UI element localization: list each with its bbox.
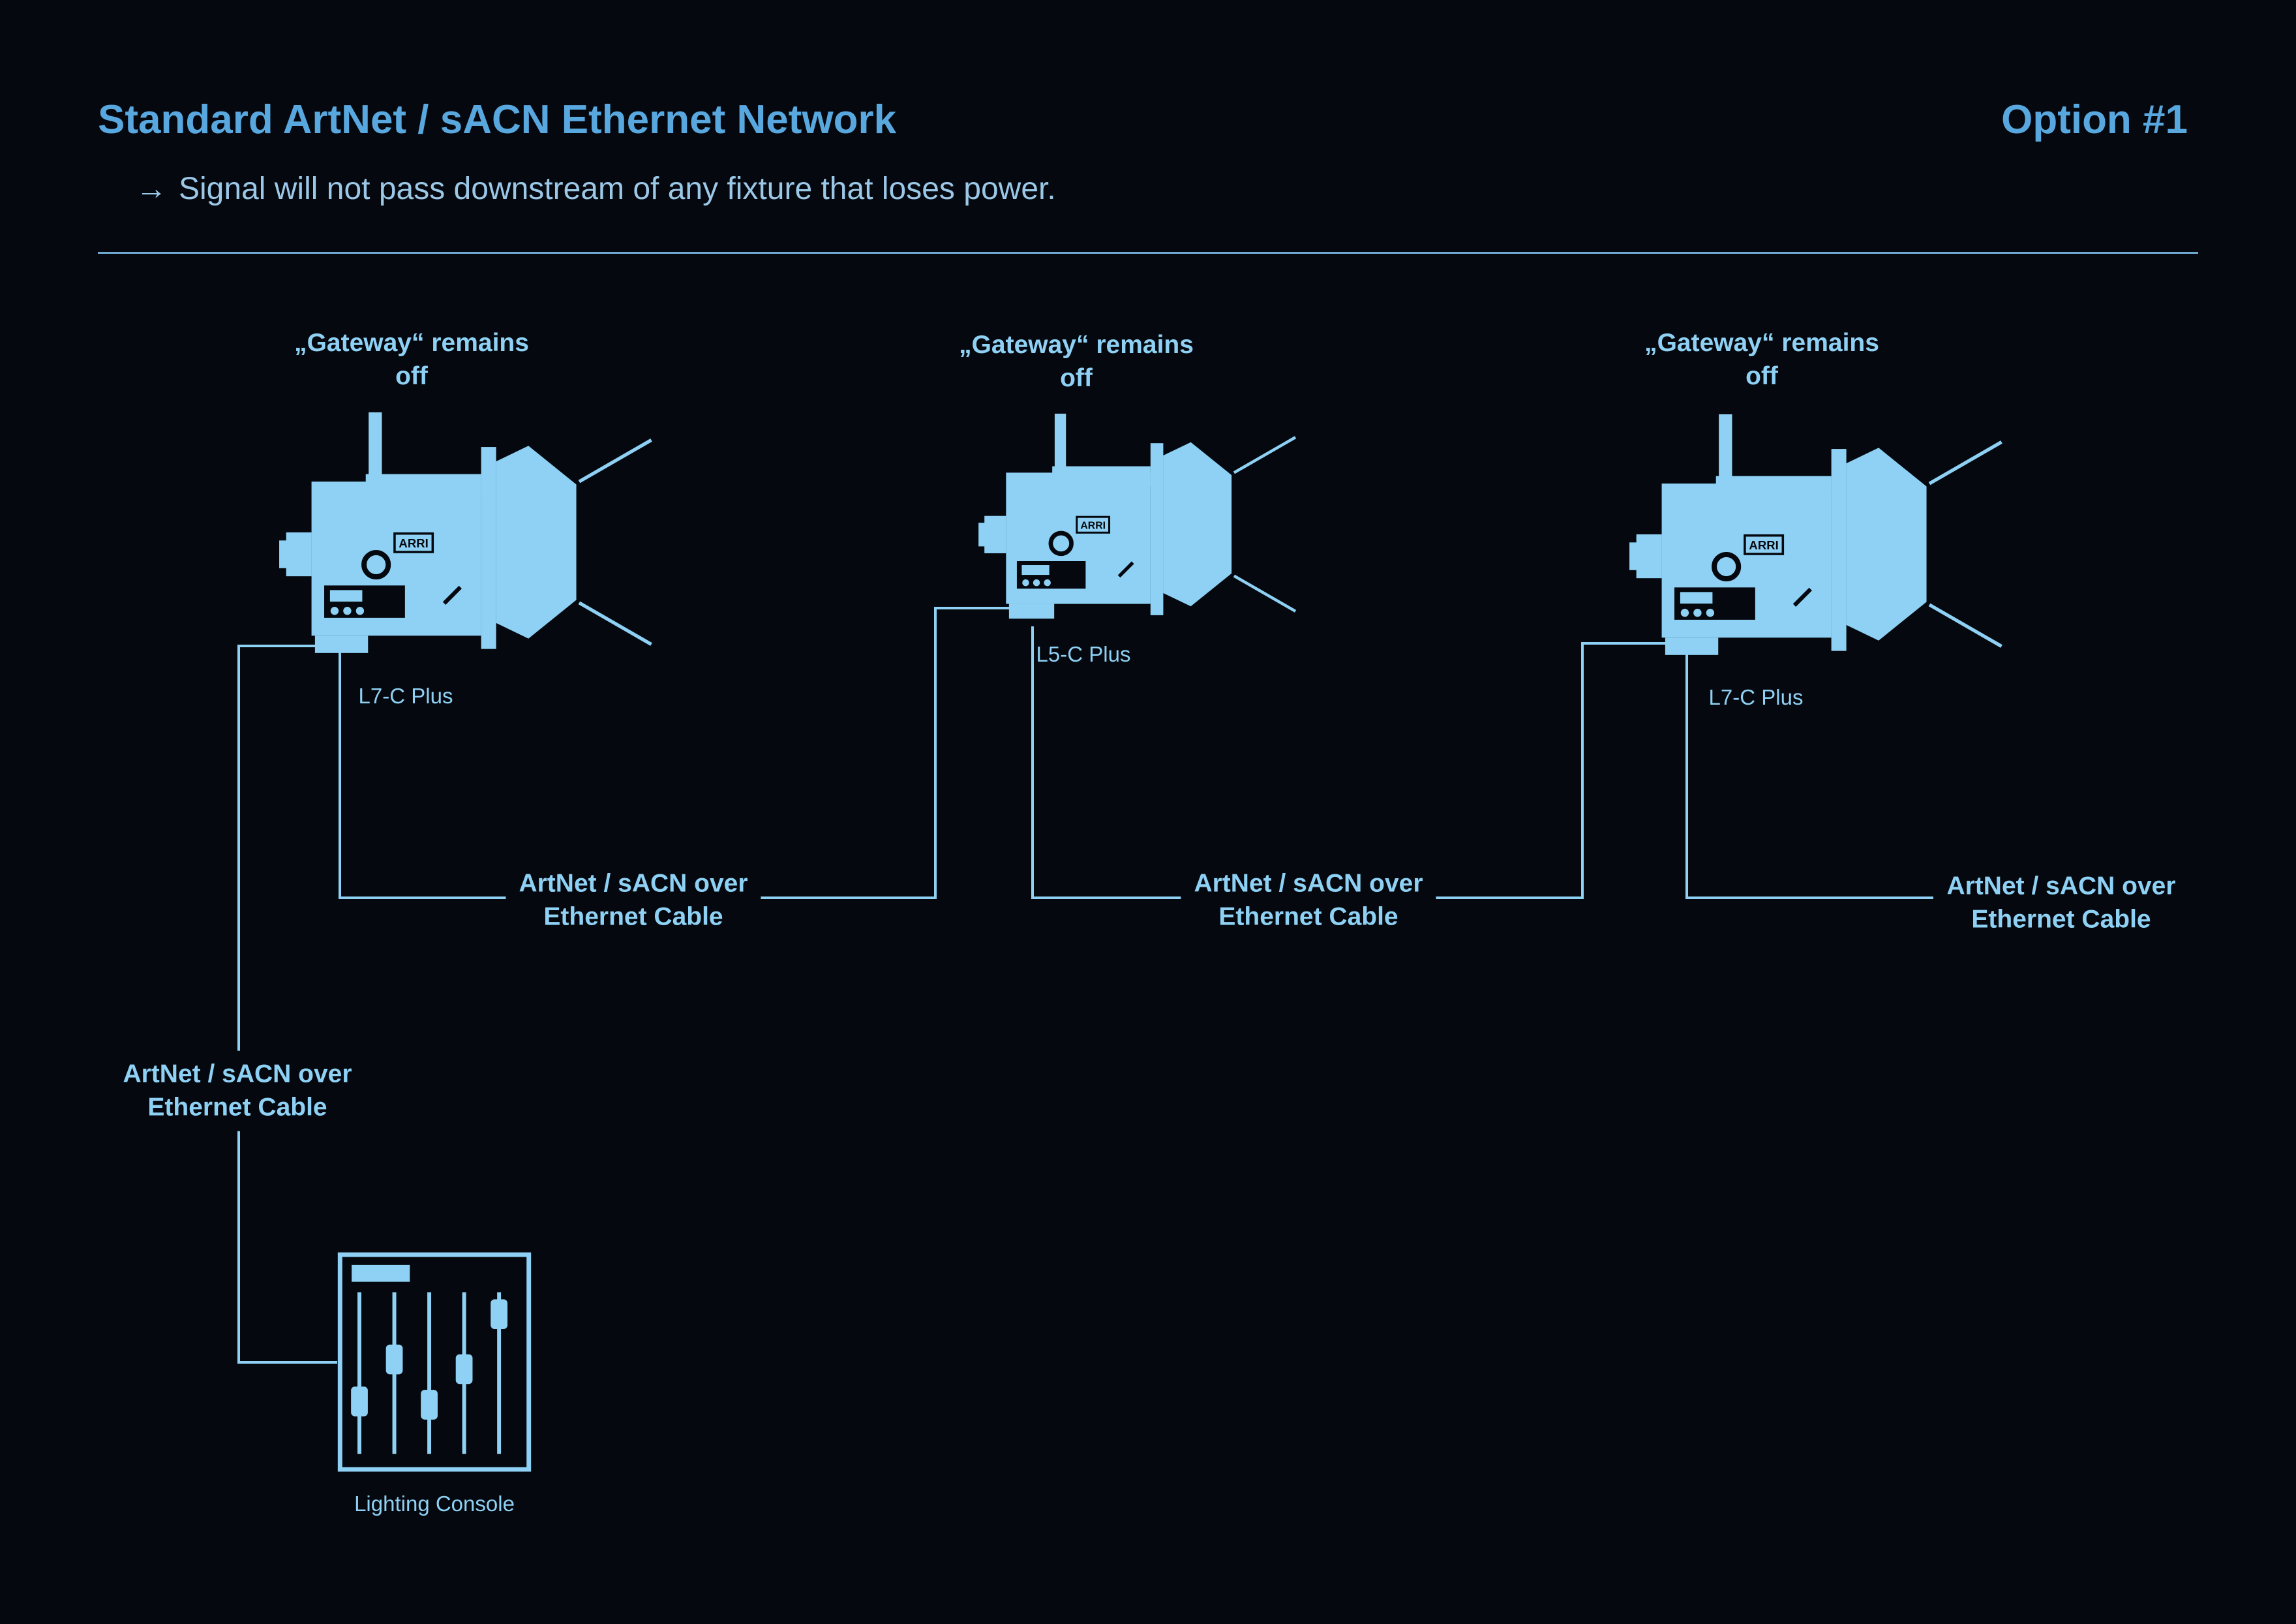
cable-trunk-console: [237, 645, 240, 1364]
cable-riser-fixture2: [934, 607, 937, 899]
cable-label-3: ArtNet / sACN over Ethernet Cable: [1933, 863, 2189, 943]
fixture-model-3: L7-C Plus: [1708, 685, 1804, 709]
cable-stub-console: [237, 1361, 337, 1364]
fixture-model-2: L5-C Plus: [1036, 642, 1131, 666]
fader-knob-3: [421, 1390, 438, 1420]
cable-label-console: ArtNet / sACN over Ethernet Cable: [110, 1050, 365, 1131]
lighting-console-graphic: [337, 1252, 532, 1472]
option-label: Option #1: [2001, 97, 2188, 142]
gateway-label-1-line2: off: [395, 362, 428, 391]
page-title: Standard ArtNet / sACN Ethernet Network: [98, 97, 897, 142]
gateway-label-1: „Gateway“ remains off: [294, 326, 529, 393]
cable-label-1-line2: Ethernet Cable: [543, 903, 723, 931]
cable-label-2-line2: Ethernet Cable: [1218, 903, 1398, 931]
fixture-model-1: L7-C Plus: [358, 684, 453, 708]
gateway-label-3-line1: „Gateway“ remains: [1644, 329, 1879, 357]
cable-bus-3: [1685, 896, 1933, 899]
cable-label-2: ArtNet / sACN over Ethernet Cable: [1181, 860, 1436, 941]
cable-stub-fixture2: [934, 607, 1010, 609]
fader-knob-1: [351, 1387, 368, 1417]
gateway-label-2-line1: „Gateway“ remains: [959, 331, 1194, 359]
gateway-label-3-line2: off: [1745, 362, 1778, 391]
cable-drop-fixture2: [1031, 626, 1034, 899]
console-frame: [337, 1252, 532, 1472]
fader-knob-4: [455, 1354, 473, 1385]
console-display: [352, 1264, 410, 1282]
subtitle-text: Signal will not pass downstream of any f…: [179, 172, 1056, 206]
cable-label-3-line2: Ethernet Cable: [1971, 906, 2151, 934]
cable-label-console-line2: Ethernet Cable: [147, 1094, 327, 1122]
cable-label-console-line1: ArtNet / sACN over: [123, 1060, 352, 1088]
cable-stub-fixture3: [1581, 642, 1670, 645]
light-fixture-1: [279, 412, 654, 672]
light-fixture-2: [978, 414, 1298, 635]
header-divider: [98, 252, 2198, 254]
cable-riser-fixture3: [1581, 642, 1584, 899]
cable-label-2-line1: ArtNet / sACN over: [1194, 869, 1423, 898]
light-fixture-3: [1629, 414, 2004, 674]
cable-label-1: ArtNet / sACN over Ethernet Cable: [506, 860, 761, 941]
gateway-label-3: „Gateway“ remains off: [1644, 326, 1879, 393]
cable-label-3-line1: ArtNet / sACN over: [1946, 872, 2176, 900]
cable-drop-fixture3: [1685, 652, 1688, 899]
gateway-label-2: „Gateway“ remains off: [959, 328, 1194, 395]
gateway-label-1-line1: „Gateway“ remains: [294, 329, 529, 357]
cable-stub-fixture1: [237, 645, 339, 647]
cable-label-1-line1: ArtNet / sACN over: [519, 869, 748, 898]
console-label: Lighting Console: [354, 1492, 515, 1516]
arrow-icon: →: [136, 172, 167, 206]
subtitle: → Signal will not pass downstream of any …: [136, 171, 1056, 207]
fader-knob-2: [385, 1344, 403, 1375]
gateway-label-2-line2: off: [1060, 364, 1093, 393]
cable-drop-fixture1: [339, 650, 341, 899]
fader-knob-5: [491, 1299, 508, 1329]
